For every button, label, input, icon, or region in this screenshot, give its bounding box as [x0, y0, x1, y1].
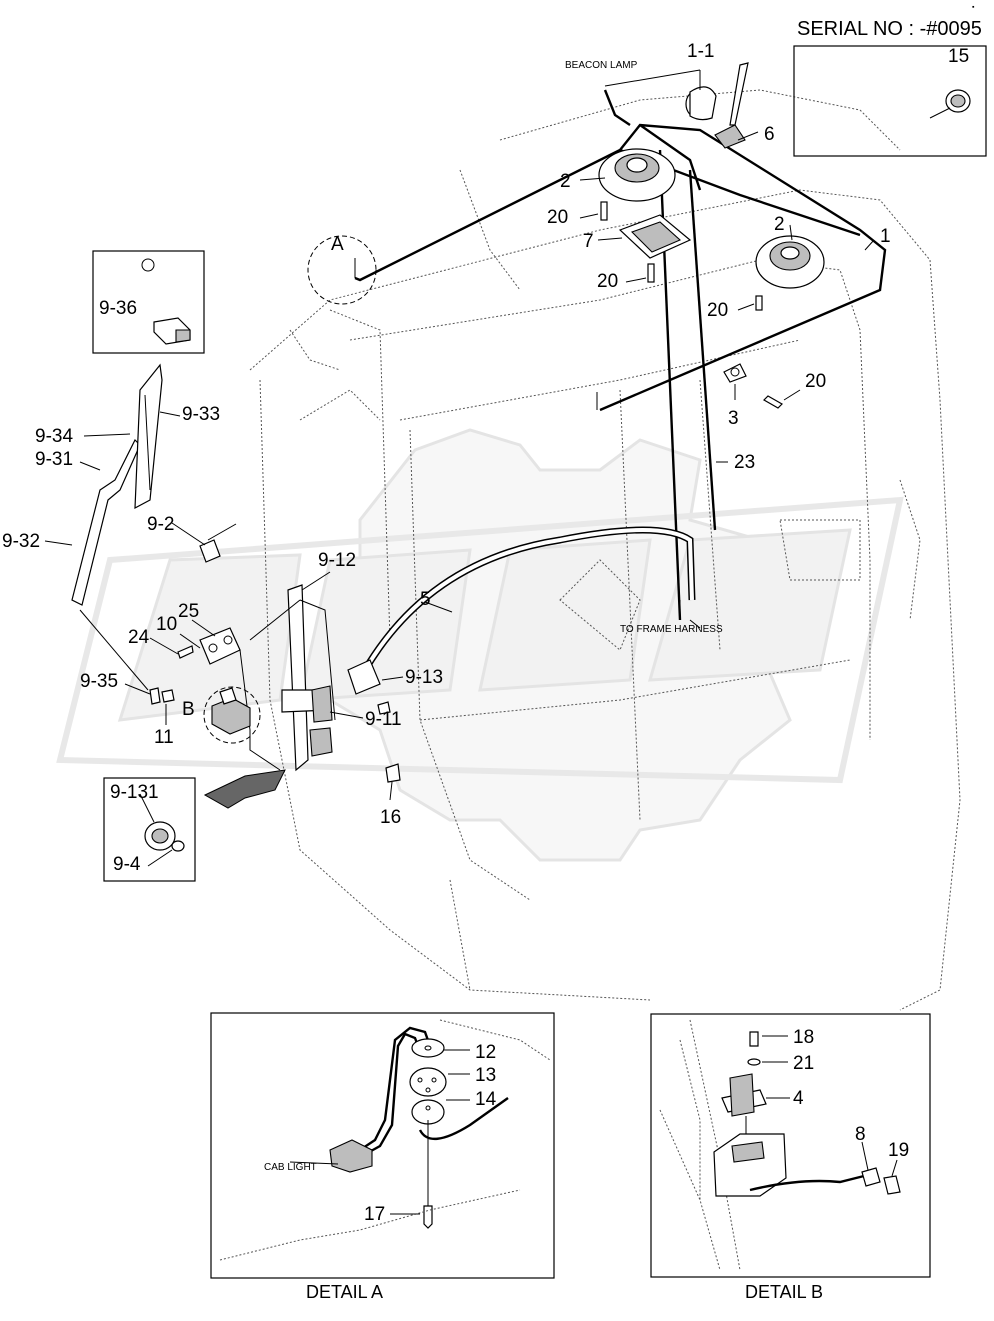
part-label-9-12: 9-12	[318, 550, 356, 571]
direction-arrow	[203, 769, 286, 809]
screws-left	[149, 539, 401, 783]
part-label-5: 5	[420, 589, 431, 610]
corner-mark: ▪	[972, 4, 975, 11]
detail-b-marker: B	[182, 699, 195, 720]
part-label-9-34: 9-34	[35, 426, 73, 447]
cab-light-label: CAB LIGHT	[264, 1162, 317, 1173]
leader-lines	[44, 69, 875, 867]
detail-b-parts	[659, 1031, 901, 1271]
detail-b-circle	[203, 686, 261, 744]
part-label-19: 19	[888, 1140, 909, 1161]
part-label-9-2: 9-2	[147, 514, 174, 535]
part-label-17: 17	[364, 1204, 385, 1225]
part-label-1-1: 1-1	[687, 41, 714, 62]
part-label-7: 7	[583, 231, 594, 252]
part-label-3: 3	[728, 408, 739, 429]
grommet-15	[945, 89, 971, 113]
part-label-9-31: 9-31	[35, 449, 73, 470]
detail-a-box	[210, 1012, 555, 1279]
clip-9-36	[153, 317, 191, 345]
part-label-20d: 20	[805, 371, 826, 392]
part-label-21: 21	[793, 1053, 814, 1074]
part-label-20a: 20	[547, 207, 568, 228]
detail-b-title: DETAIL B	[745, 1282, 823, 1302]
part-label-9-13: 9-13	[405, 667, 443, 688]
part-label-1: 1	[880, 226, 891, 247]
part-label-23: 23	[734, 452, 755, 473]
relay-9-13	[347, 659, 381, 695]
part-label-9-11: 9-11	[365, 709, 402, 730]
part-label-24: 24	[128, 627, 150, 648]
part-label-9-36: 9-36	[99, 298, 137, 319]
part-label-9-32: 9-32	[2, 531, 40, 552]
speaker-right	[755, 235, 825, 289]
to-frame-harness-label: TO FRAME HARNESS	[620, 624, 723, 635]
part-label-13: 13	[475, 1065, 496, 1086]
part-label-20c: 20	[707, 300, 728, 321]
part-label-10: 10	[156, 614, 177, 635]
detail-box-9-131	[103, 777, 196, 882]
wiper-arm	[71, 363, 163, 606]
gear-9-131	[144, 821, 185, 852]
part-label-2b: 2	[774, 214, 785, 235]
part-label-9-35: 9-35	[80, 671, 118, 692]
part-label-15: 15	[948, 46, 969, 67]
labels: SERIAL NO : -#0095 ▪ BEACON LAMP TO FRAM…	[2, 4, 982, 1302]
bracket-3	[723, 363, 747, 383]
detail-box-15	[793, 45, 987, 157]
beacon-lamp-label: BEACON LAMP	[565, 60, 638, 71]
beacon-socket	[685, 86, 717, 121]
part-label-8: 8	[855, 1124, 866, 1145]
speaker-left	[598, 148, 676, 202]
part-label-2a: 2	[560, 171, 571, 192]
detail-a-parts	[219, 1019, 551, 1261]
serial-number: SERIAL NO : -#0095	[797, 18, 982, 40]
detail-a-marker: A	[331, 234, 344, 255]
part-label-9-33: 9-33	[182, 404, 220, 425]
mounting-screws	[600, 201, 783, 409]
watermark-logo	[56, 428, 904, 862]
cab-outline	[249, 89, 961, 1271]
part-label-9-4: 9-4	[113, 854, 141, 875]
detail-b-box	[650, 1013, 931, 1278]
antenna	[714, 62, 749, 149]
part-label-12: 12	[475, 1042, 496, 1063]
wiper-motor-bracket	[239, 584, 336, 772]
motor-plate-10	[199, 627, 241, 665]
detail-a-title: DETAIL A	[306, 1282, 383, 1302]
part-label-16: 16	[380, 807, 401, 828]
part-label-11: 11	[154, 727, 174, 748]
part-label-6: 6	[764, 124, 775, 145]
wiper-motor-b	[211, 687, 251, 735]
detail-a-circle	[307, 235, 377, 305]
part-label-20b: 20	[597, 271, 618, 292]
part-label-25: 25	[178, 601, 199, 622]
part-label-18: 18	[793, 1027, 814, 1048]
part-label-9-131: 9-131	[110, 782, 159, 803]
part-label-4: 4	[793, 1088, 804, 1109]
part-label-14: 14	[475, 1089, 497, 1110]
cab-light-lens	[618, 214, 692, 259]
detail-box-9-36	[92, 250, 205, 354]
